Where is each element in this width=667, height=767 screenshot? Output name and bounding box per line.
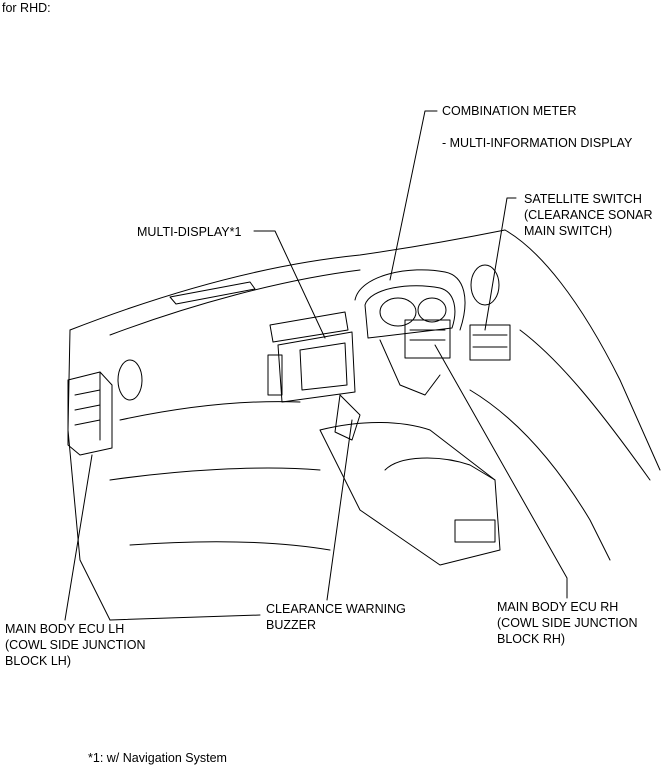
label-combination-meter: COMBINATION METER [442,104,577,118]
footnote: *1: w/ Navigation System [88,751,227,765]
label-multi-information-display: - MULTI-INFORMATION DISPLAY [442,136,633,150]
label-ecu-rh-line3: BLOCK RH) [497,632,566,646]
meter-gauge-left [379,297,417,327]
center-vents [269,311,349,343]
rear-vent [454,519,496,543]
right-door-trim [469,389,611,561]
meter-gauge-right [417,297,447,323]
label-satellite-switch-line2: (CLEARANCE SONAR [524,208,653,222]
label-satellite-switch-line3: MAIN SWITCH) [524,224,613,238]
right-switch-panel [469,324,511,361]
floor-line-1 [109,467,321,481]
label-satellite-switch-line1: SATELLITE SWITCH [524,192,642,206]
right-switch-detail [472,334,508,348]
leader-clearance-buzzer [326,419,353,601]
label-satellite-switch: SATELLITE SWITCH (CLEARANCE SONAR MAIN S… [524,191,653,239]
console-armrest [384,457,496,481]
shift-gate [334,394,361,441]
label-buzzer-line2: BUZZER [266,618,316,632]
steering-column [379,339,441,396]
defroster-vent [169,281,256,305]
right-door-line [519,329,651,481]
label-multi-display: MULTI-DISPLAY*1 [137,225,242,239]
leader-ecu-lh [64,454,93,621]
diagram-title: for RHD: [2,1,51,15]
leader-combination-meter [389,110,438,281]
floor-line-3 [109,614,261,621]
leader-multi-display [253,230,326,339]
label-ecu-lh-line3: BLOCK LH) [5,654,71,668]
dashboard-top-edge-inner [109,269,361,336]
satellite-switch-unit [404,319,451,359]
right-pillar [504,229,661,471]
label-ecu-rh-line1: MAIN BODY ECU RH [497,600,619,614]
label-ecu-rh-line2: (COWL SIDE JUNCTION [497,616,638,630]
lower-dash-line [119,401,301,421]
meter-face [364,285,456,339]
label-buzzer-line1: CLEARANCE WARNING [266,602,406,616]
label-clearance-warning-buzzer: CLEARANCE WARNING BUZZER [266,601,406,633]
leader-satellite-switch [484,197,517,331]
label-main-body-ecu-lh: MAIN BODY ECU LH (COWL SIDE JUNCTION BLO… [5,621,146,669]
satellite-switch-detail [409,329,446,341]
center-console [319,422,501,566]
meter-hood [354,269,466,331]
multi-display-frame [277,331,356,403]
leader-ecu-rh [434,344,568,599]
label-ecu-lh-line2: (COWL SIDE JUNCTION [5,638,146,652]
label-main-body-ecu-rh: MAIN BODY ECU RH (COWL SIDE JUNCTION BLO… [497,599,638,647]
floor-line-2 [129,541,331,551]
left-air-vent [117,359,143,401]
right-air-vent [470,264,500,306]
ecu-lh-detail [74,371,101,441]
multi-display-screen [299,342,348,391]
main-body-ecu-lh-box [67,371,113,456]
label-ecu-lh-line1: MAIN BODY ECU LH [5,622,125,636]
dashboard-top-edge [69,229,506,331]
display-side-bracket [267,354,283,396]
